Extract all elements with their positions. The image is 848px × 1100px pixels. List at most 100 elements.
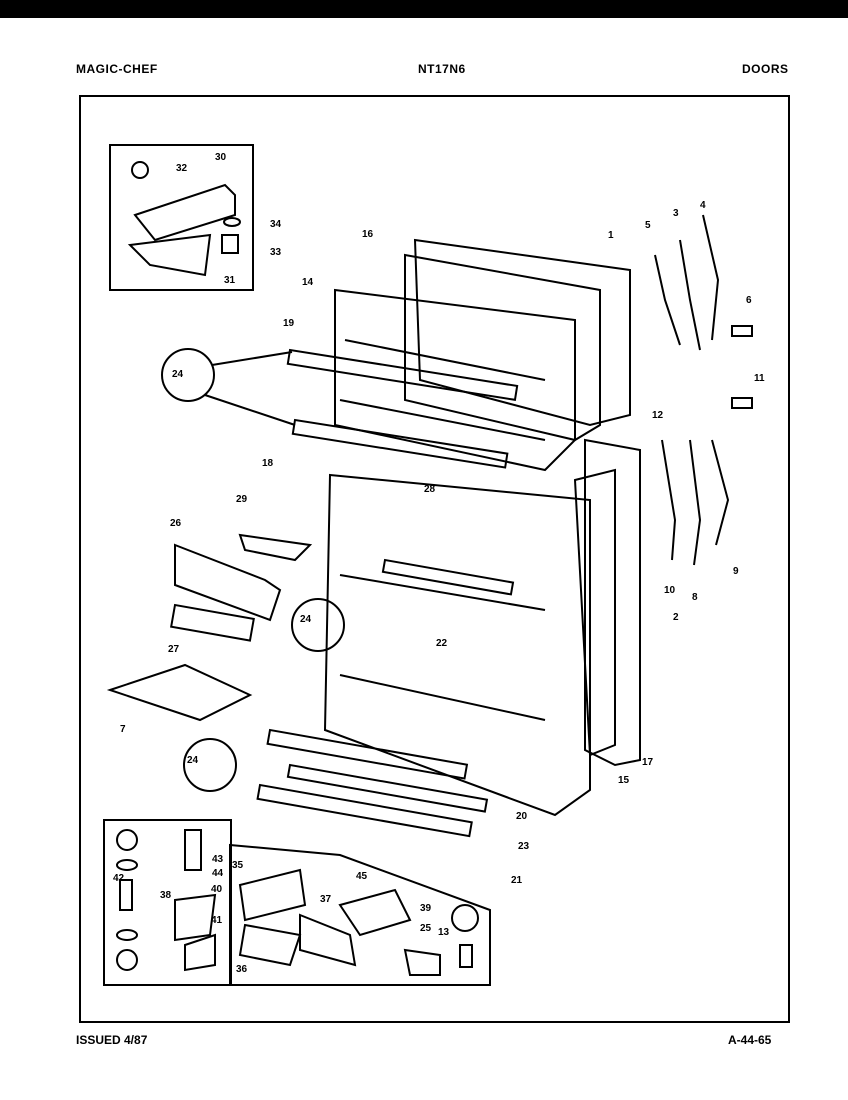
- callout-30: 30: [215, 152, 227, 163]
- callout-40: 40: [211, 884, 223, 895]
- endcap-detail-upper: [161, 348, 215, 402]
- callout-37: 37: [320, 894, 332, 905]
- callout-1: 1: [608, 230, 614, 241]
- callout-29: 29: [236, 494, 248, 505]
- bottom-hardware-group: [229, 843, 491, 986]
- screw-32: [131, 161, 149, 179]
- callout-17: 17: [642, 757, 654, 768]
- bushing-33-bottom: [116, 949, 138, 971]
- bracket-37: [299, 913, 357, 967]
- callout-8: 8: [692, 592, 698, 603]
- callout-19: 19: [283, 318, 295, 329]
- hinge-strap-4: [702, 214, 720, 341]
- callout-21: 21: [511, 875, 523, 886]
- butter-compartment: [174, 543, 282, 622]
- callout-24a: 24: [172, 369, 184, 380]
- bracket-25: [403, 948, 441, 976]
- shelf-bar-23: [286, 763, 489, 813]
- callout-3: 3: [673, 208, 679, 219]
- callout-38: 38: [160, 890, 172, 901]
- hinge-strap-8: [689, 439, 702, 566]
- callout-22: 22: [436, 638, 448, 649]
- freezer-door-gasket: [404, 253, 601, 442]
- callout-18: 18: [262, 458, 274, 469]
- bushing-33-top: [116, 829, 138, 851]
- cover-29: [238, 533, 313, 562]
- callout-42: 42: [113, 873, 125, 884]
- cap-39: [451, 904, 479, 932]
- callout-25: 25: [420, 923, 432, 934]
- bracket-36: [238, 923, 302, 967]
- callout-39: 39: [420, 903, 432, 914]
- endcap-detail-lower: [183, 738, 237, 792]
- callout-23: 23: [518, 841, 530, 852]
- callout-13: 13: [438, 927, 450, 938]
- callout-33: 33: [270, 247, 282, 258]
- diagram-frame: [79, 95, 790, 1023]
- callout-27: 27: [168, 644, 180, 655]
- callout-31: 31: [224, 275, 236, 286]
- callout-26: 26: [170, 518, 182, 529]
- callout-32: 32: [176, 163, 188, 174]
- callout-14: 14: [302, 277, 314, 288]
- section-header: DOORS: [742, 62, 789, 76]
- brand-header: MAGIC-CHEF: [76, 62, 158, 76]
- hinge-strap-3: [679, 239, 701, 351]
- fresh-food-door-liner: [323, 473, 591, 817]
- shelf-bar-22: [381, 558, 515, 596]
- callout-43: 43: [212, 854, 224, 865]
- callout-45: 45: [356, 871, 368, 882]
- hinge-strap-9: [711, 439, 730, 546]
- callout-10: 10: [664, 585, 676, 596]
- callout-36: 36: [236, 964, 248, 975]
- hinge-strap-5: [654, 254, 681, 346]
- callout-35: 35: [232, 860, 244, 871]
- washer-34-bottom: [116, 929, 138, 941]
- callout-24b: 24: [300, 614, 312, 625]
- callout-12: 12: [652, 410, 664, 421]
- pin-43: [184, 829, 202, 871]
- callout-6: 6: [746, 295, 752, 306]
- screw-13: [459, 944, 473, 968]
- hinge-41: [184, 933, 216, 972]
- callout-5: 5: [645, 220, 651, 231]
- callout-41: 41: [211, 915, 223, 926]
- callout-15: 15: [618, 775, 630, 786]
- butter-door-27: [170, 603, 255, 642]
- hinge-hardware-inset: [103, 819, 232, 986]
- top-black-bar: [0, 0, 848, 18]
- callout-44: 44: [212, 868, 224, 879]
- callout-20: 20: [516, 811, 528, 822]
- callout-24c: 24: [187, 755, 199, 766]
- hinge-inset-box: [109, 144, 254, 291]
- callout-7: 7: [120, 724, 126, 735]
- shelf-bar-21: [256, 783, 473, 838]
- shelf-bar-18: [291, 418, 509, 469]
- shelf-bar-20: [266, 728, 469, 780]
- pad-11: [731, 397, 753, 409]
- pad-6: [731, 325, 753, 337]
- endcap-detail-middle: [291, 598, 345, 652]
- freezer-door-panel: [413, 238, 631, 427]
- bracket-35: [238, 868, 307, 922]
- washer-34-top: [116, 859, 138, 871]
- hinge-40: [174, 893, 217, 942]
- pin-38: [119, 879, 133, 911]
- egg-tray: [106, 663, 253, 722]
- bushing-33: [221, 234, 239, 254]
- callout-2: 2: [673, 612, 679, 623]
- callout-11: 11: [754, 373, 765, 384]
- upper-hinge-plate: [133, 183, 236, 242]
- lower-hinge-plate: [127, 233, 212, 277]
- shelf-bar-19: [286, 348, 519, 401]
- callout-4: 4: [700, 200, 706, 211]
- callout-9: 9: [733, 566, 739, 577]
- callout-16: 16: [362, 229, 374, 240]
- hinge-strap-10: [661, 439, 677, 561]
- issued-date: ISSUED 4/87: [76, 1033, 148, 1047]
- freezer-door-liner: [334, 288, 576, 472]
- washer-34: [223, 217, 241, 227]
- page-code: A-44-65: [728, 1033, 772, 1047]
- model-header: NT17N6: [418, 62, 466, 76]
